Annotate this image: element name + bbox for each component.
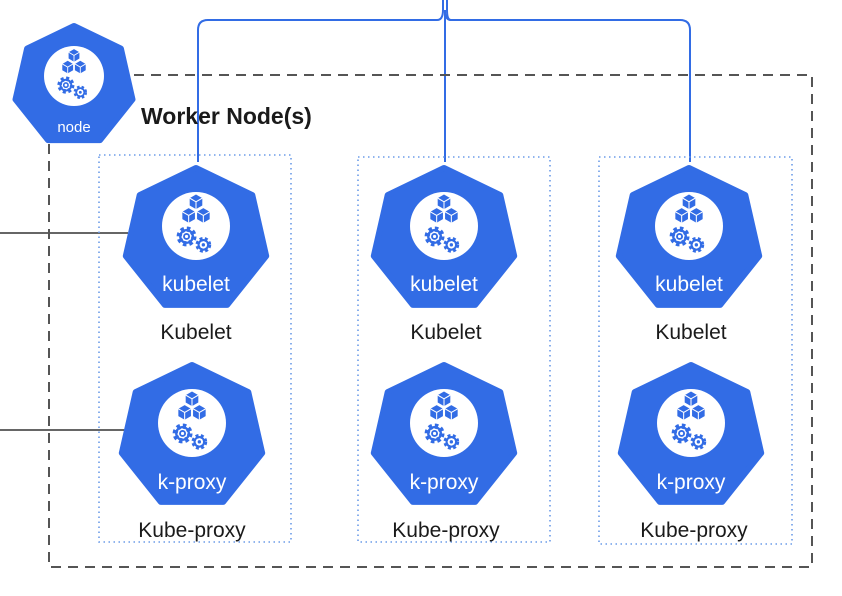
column-3-border [598,156,793,545]
connector-to-column-2 [444,9,452,162]
node-column-1: kubelet Kubelet k-proxy Kube-proxy [98,154,292,543]
kube-proxy-label: Kube-proxy [138,519,246,542]
column-2-border [357,156,551,543]
kube-proxy-label: Kube-proxy [640,519,748,542]
kubelet-badge-label: kubelet [410,273,478,296]
icon-disc [158,389,226,457]
icon-disc [657,389,725,457]
kubelet-badge-shape [122,165,270,308]
kubelet-label: Kubelet [410,321,481,344]
kubelet-badge: kubelet [370,165,518,308]
icon-disc [44,46,104,106]
k-proxy-badge-label: k-proxy [657,471,726,494]
k-proxy-badge-shape [370,362,518,505]
kubelet-badge-shape [615,165,763,308]
icon-disc [410,389,478,457]
node-column-3: kubelet Kubelet k-proxy Kube-proxy [598,156,793,545]
k-proxy-badge: k-proxy [118,362,266,505]
worker-node-title: Worker Node(s) [141,103,312,129]
icon-disc [410,192,478,260]
icon-disc [162,192,230,260]
k-proxy-badge: k-proxy [370,362,518,505]
kubelet-label: Kubelet [655,321,726,344]
connector-to-column-1 [197,0,444,162]
kubelet-badge-label: kubelet [162,273,230,296]
k-proxy-badge-label: k-proxy [158,471,227,494]
kubelet-badge: kubelet [615,165,763,308]
k-proxy-badge-label: k-proxy [410,471,479,494]
top-connectors [197,0,691,162]
worker-node-frame [48,74,813,568]
kube-proxy-label: Kube-proxy [392,519,500,542]
connector-to-column-3 [446,0,691,162]
kubelet-badge-label: kubelet [655,273,723,296]
node-badge-label: node [57,119,90,136]
column-1-border [98,154,292,543]
kubelet-label: Kubelet [160,321,231,344]
node-badge: node [12,23,136,144]
icon-disc [655,192,723,260]
kubelet-badge-shape [370,165,518,308]
k-proxy-badge: k-proxy [617,362,765,505]
kubelet-badge: kubelet [122,165,270,308]
node-column-2: kubelet Kubelet k-proxy Kube-proxy [357,156,551,543]
